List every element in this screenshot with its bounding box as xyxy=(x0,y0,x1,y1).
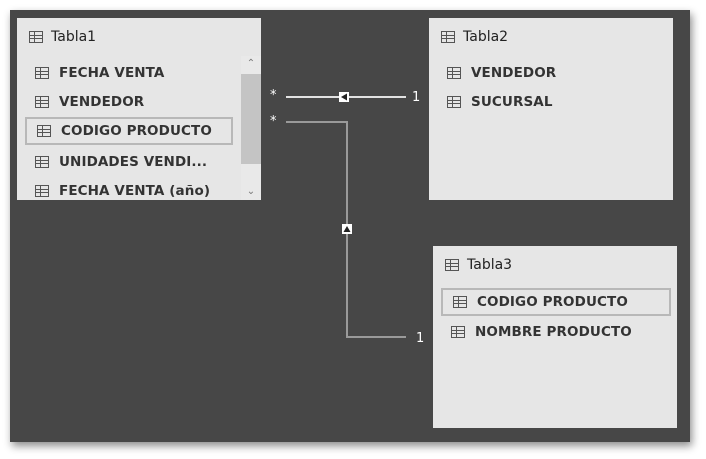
scrollbar[interactable]: ⌃ ⌄ xyxy=(241,56,261,200)
relationship-1-one-label: 1 xyxy=(412,90,421,105)
field-label: VENDEDOR xyxy=(471,65,557,81)
table-icon xyxy=(451,326,465,338)
table-icon xyxy=(35,156,49,168)
arrow-icon xyxy=(341,93,347,101)
field-item[interactable]: SUCURSAL xyxy=(437,88,553,116)
field-item-selected[interactable]: CODIGO PRODUCTO xyxy=(25,117,233,145)
table-icon xyxy=(441,31,455,43)
field-label: VENDEDOR xyxy=(59,94,145,110)
field-label: UNIDADES VENDI... xyxy=(59,154,208,170)
table-icon xyxy=(35,67,49,79)
relationship-1-many-label: * xyxy=(270,88,277,103)
table-icon xyxy=(445,259,459,271)
field-item[interactable]: UNIDADES VENDI... xyxy=(25,148,207,176)
field-label: FECHA VENTA xyxy=(59,65,165,81)
relationship-2-many-label: * xyxy=(270,114,277,129)
scroll-thumb[interactable] xyxy=(241,74,261,164)
table-icon xyxy=(29,31,43,43)
table-icon xyxy=(35,96,49,108)
field-label: CODIGO PRODUCTO xyxy=(477,294,628,310)
table-header[interactable]: Tabla1 xyxy=(17,18,261,56)
table-icon xyxy=(35,185,49,197)
table-card-tabla2[interactable]: Tabla2 VENDEDOR SUCURSAL xyxy=(429,18,673,200)
table-card-tabla1[interactable]: Tabla1 FECHA VENTA VENDEDOR CODIGO PRODU… xyxy=(17,18,261,200)
table-header[interactable]: Tabla2 xyxy=(429,18,673,56)
field-item[interactable]: VENDEDOR xyxy=(25,88,144,116)
table-icon xyxy=(447,67,461,79)
table-icon xyxy=(453,296,467,308)
field-label: SUCURSAL xyxy=(471,94,553,110)
relationship-lines xyxy=(286,92,406,338)
field-label: CODIGO PRODUCTO xyxy=(61,123,212,139)
field-item-selected[interactable]: CODIGO PRODUCTO xyxy=(441,288,671,316)
chevron-down-icon[interactable]: ⌄ xyxy=(246,186,256,197)
field-item[interactable]: NOMBRE PRODUCTO xyxy=(441,318,632,346)
arrow-icon xyxy=(343,226,351,232)
table-title: Tabla1 xyxy=(51,29,97,45)
field-label: FECHA VENTA (año) xyxy=(59,183,211,199)
field-item[interactable]: VENDEDOR xyxy=(437,59,556,87)
field-list: FECHA VENTA VENDEDOR CODIGO PRODUCTO UNI… xyxy=(17,56,241,200)
field-item[interactable]: FECHA VENTA xyxy=(25,59,164,87)
table-header[interactable]: Tabla3 xyxy=(433,246,677,284)
table-card-tabla3[interactable]: Tabla3 CODIGO PRODUCTO NOMBRE PRODUCTO xyxy=(433,246,677,428)
table-title: Tabla2 xyxy=(463,29,509,45)
field-label: NOMBRE PRODUCTO xyxy=(475,324,632,340)
table-icon xyxy=(37,125,51,137)
relationship-2-one-label: 1 xyxy=(416,331,425,346)
chevron-up-icon[interactable]: ⌃ xyxy=(246,58,256,69)
table-title: Tabla3 xyxy=(467,257,513,273)
field-item[interactable]: FECHA VENTA (año) xyxy=(25,177,210,200)
model-canvas[interactable]: * 1 * 1 Tabla1 FECHA VENTA VENDEDOR xyxy=(10,10,690,442)
table-icon xyxy=(447,96,461,108)
